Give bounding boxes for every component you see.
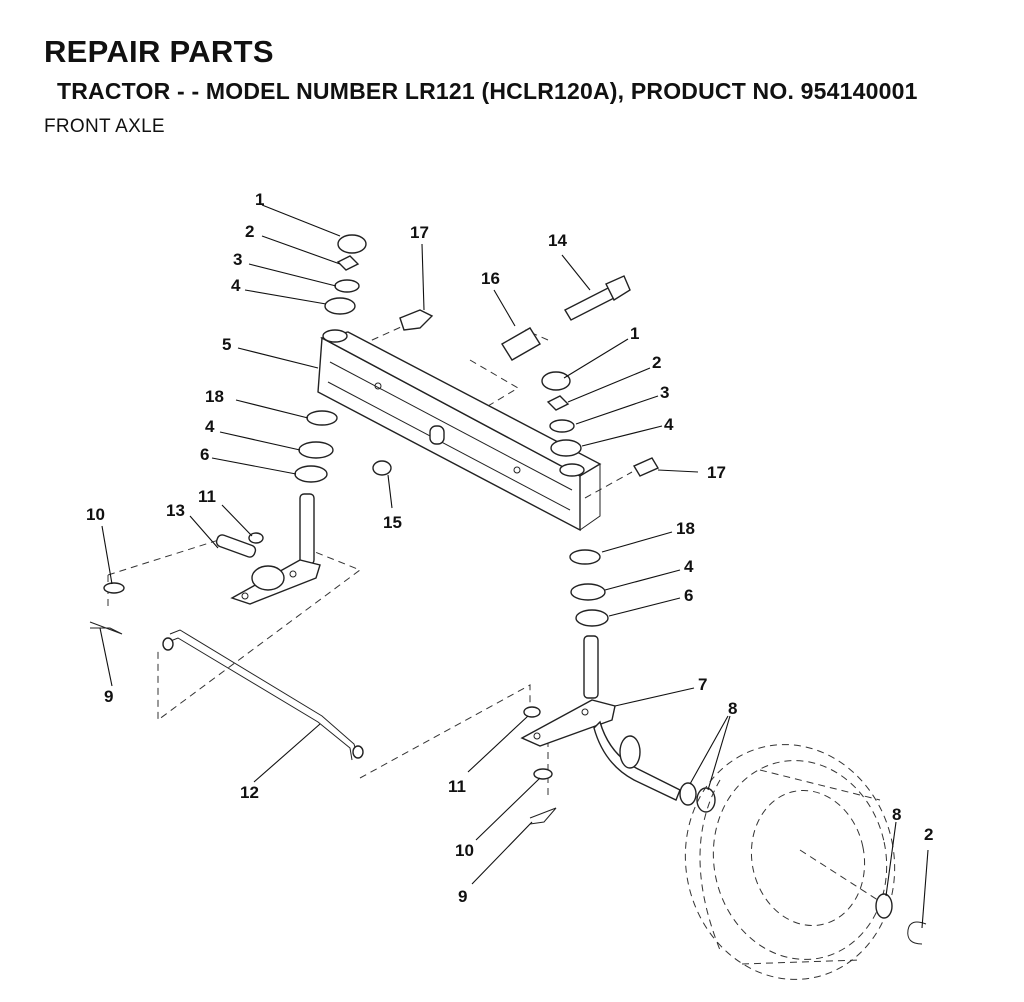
callout-10-right: 10: [455, 841, 474, 860]
callout-8-lower: 8: [892, 805, 901, 824]
callout-labels: 1 2 3 4 17 14 16 5 1 2 3 4 18 4 6 17 15 …: [86, 190, 933, 906]
tie-rod: [162, 629, 364, 761]
leader-lines: [99, 204, 929, 929]
callout-17-top: 17: [410, 223, 429, 242]
callout-3-right: 3: [660, 383, 669, 402]
callout-4-right-lower: 4: [684, 557, 694, 576]
callout-2-right: 2: [652, 353, 661, 372]
callout-2-lower: 2: [924, 825, 933, 844]
callout-6-right: 6: [684, 586, 693, 605]
callout-18-right: 18: [676, 519, 695, 538]
callout-5: 5: [222, 335, 231, 354]
right-spindle-stack: [520, 371, 716, 825]
callout-4-left-lower: 4: [205, 417, 215, 436]
callout-11-right: 11: [448, 777, 466, 796]
page-title: REPAIR PARTS: [44, 34, 274, 69]
callout-15: 15: [383, 513, 402, 532]
callout-3-left: 3: [233, 250, 242, 269]
callout-17-right: 17: [707, 463, 726, 482]
front-wheel-outline: [684, 744, 927, 980]
callout-10-left: 10: [86, 505, 105, 524]
hardware-fittings: [372, 275, 660, 477]
callout-11-left: 11: [198, 487, 216, 506]
callout-4-left: 4: [231, 276, 241, 295]
front-axle-beam: [317, 329, 602, 532]
section-title: FRONT AXLE: [44, 116, 165, 137]
callout-13: 13: [166, 501, 185, 520]
callout-8-upper: 8: [728, 699, 737, 718]
callout-16: 16: [481, 269, 500, 288]
callout-1-right: 1: [630, 324, 639, 343]
callout-9-right: 9: [458, 887, 467, 906]
callout-1-left: 1: [255, 190, 264, 209]
left-spindle: [89, 234, 367, 635]
callout-7: 7: [698, 675, 707, 694]
callout-12: 12: [240, 783, 259, 802]
callout-14: 14: [548, 231, 567, 250]
callout-18-left: 18: [205, 387, 224, 406]
model-subtitle: TRACTOR - - MODEL NUMBER LR121 (HCLR120A…: [57, 78, 918, 104]
callout-2-left: 2: [245, 222, 254, 241]
callout-9-left: 9: [104, 687, 113, 706]
callout-4-right: 4: [664, 415, 674, 434]
callout-6-left: 6: [200, 445, 209, 464]
